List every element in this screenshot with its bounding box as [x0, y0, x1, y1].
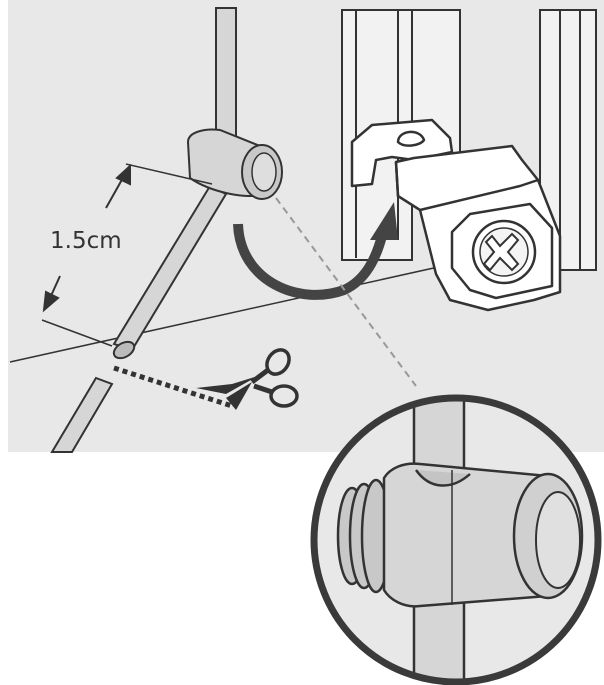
zoom-ring: [310, 394, 602, 685]
needle-bar: [215, 7, 237, 149]
measurement-label: 1.5cm: [50, 228, 122, 254]
dimension-line-bottom: [41, 319, 113, 347]
curved-arrow-icon: [233, 202, 398, 300]
measurement-arrow-icon: [42, 163, 131, 313]
clamp-collar: [186, 128, 283, 200]
scissors-icon: [196, 348, 299, 410]
dimension-line-top: [125, 163, 213, 185]
screw-head-icon: [471, 219, 537, 285]
zoom-detail: [310, 394, 602, 685]
zoom-indicator-line: [275, 197, 417, 387]
cut-line: [113, 365, 233, 409]
cut-rod-piece: [50, 376, 114, 453]
